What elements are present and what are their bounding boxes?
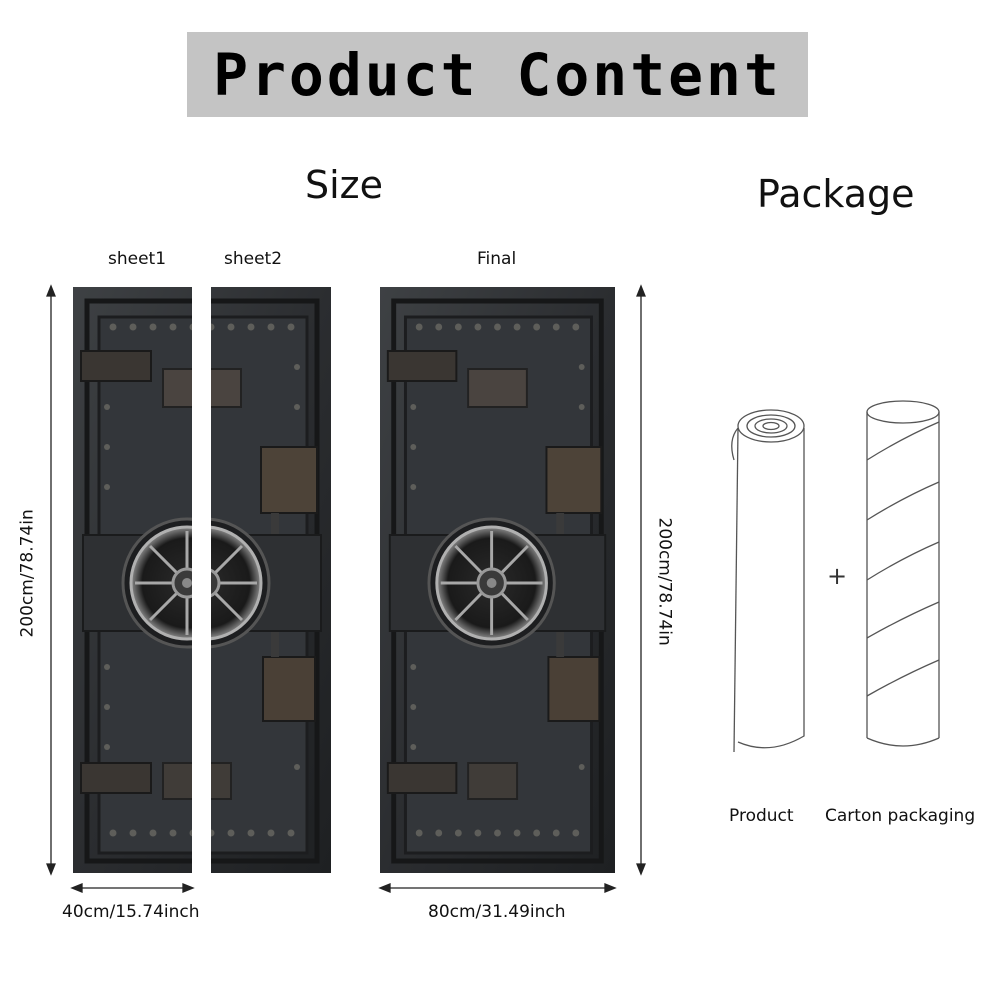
plus-sign: + — [827, 562, 848, 590]
product-label: Product — [729, 806, 794, 826]
banner-title: Product Content — [213, 40, 782, 109]
sheet2-label: sheet2 — [224, 249, 283, 269]
width-label-final: 80cm/31.49inch — [428, 902, 566, 922]
final-label: Final — [477, 249, 517, 269]
height-label-left: 200cm/78.74in — [17, 509, 38, 638]
sheet1-label: sheet1 — [108, 249, 167, 269]
carton-label: Carton packaging — [825, 806, 976, 826]
title-banner: Product Content — [187, 32, 808, 117]
width-label-sheet: 40cm/15.74inch — [62, 902, 200, 922]
height-label-right: 200cm/78.74in — [654, 517, 675, 646]
size-heading: Size — [305, 163, 384, 207]
package-heading: Package — [757, 172, 915, 216]
rolled-sticker-icon — [731, 409, 805, 753]
carton-tube-icon — [866, 400, 940, 747]
